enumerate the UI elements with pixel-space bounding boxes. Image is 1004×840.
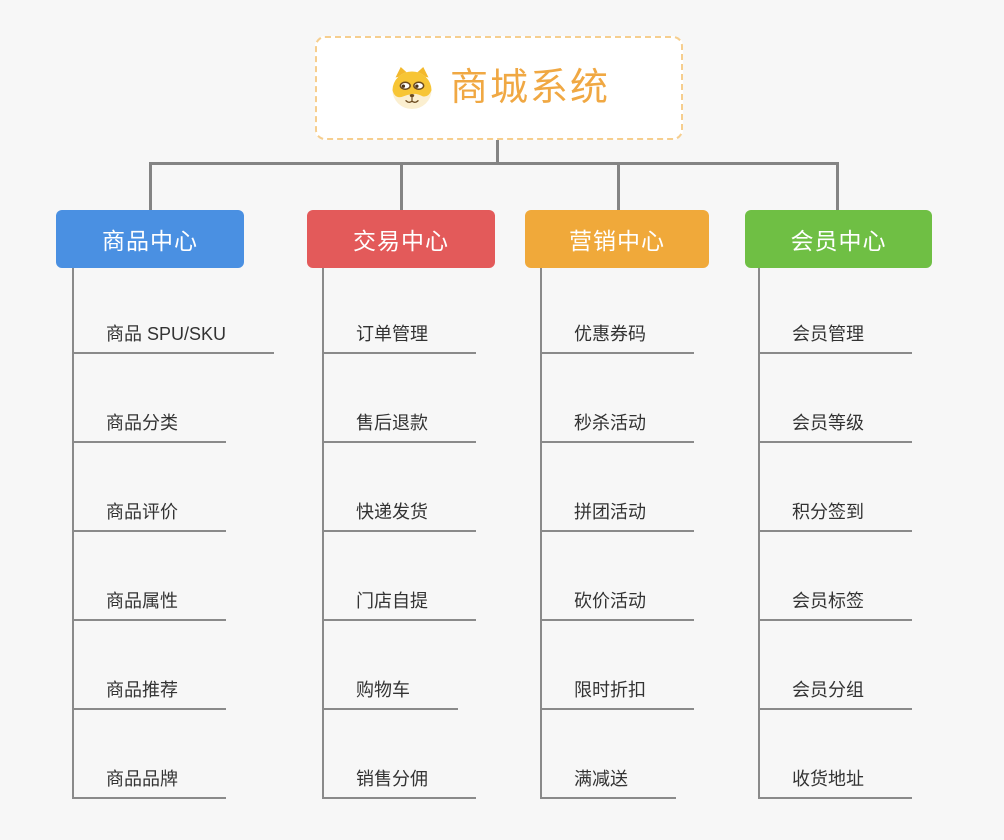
mindmap-item[interactable]: 订单管理 bbox=[324, 268, 476, 354]
item-label: 砍价活动 bbox=[542, 591, 694, 621]
item-label: 商品分类 bbox=[74, 413, 226, 443]
branch-items-member: 会员管理 会员等级 积分签到 会员标签 会员分组 收货地址 bbox=[758, 268, 912, 799]
branch-node-marketing-center[interactable]: 营销中心 bbox=[525, 210, 709, 268]
connector-horizontal-line bbox=[149, 162, 839, 165]
mindmap-item[interactable]: 快递发货 bbox=[324, 443, 476, 532]
branch-items-product: 商品 SPU/SKU 商品分类 商品评价 商品属性 商品推荐 商品品牌 bbox=[72, 268, 275, 799]
mindmap-item[interactable]: 会员管理 bbox=[760, 268, 912, 354]
mindmap-item[interactable]: 商品属性 bbox=[74, 532, 274, 621]
branch-items-trade: 订单管理 售后退款 快递发货 门店自提 购物车 销售分佣 bbox=[322, 268, 476, 799]
mindmap-item[interactable]: 积分签到 bbox=[760, 443, 912, 532]
mindmap-item[interactable]: 售后退款 bbox=[324, 354, 476, 443]
connector-drop-trade bbox=[400, 164, 403, 210]
mindmap-item[interactable]: 销售分佣 bbox=[324, 710, 476, 799]
item-label: 购物车 bbox=[324, 680, 458, 710]
mindmap-item[interactable]: 商品 SPU/SKU bbox=[74, 268, 275, 354]
branch-node-product-center[interactable]: 商品中心 bbox=[56, 210, 244, 268]
mindmap-item[interactable]: 限时折扣 bbox=[542, 621, 694, 710]
connector-drop-marketing bbox=[617, 164, 620, 210]
connector-root-stub bbox=[496, 140, 499, 164]
mindmap-item[interactable]: 拼团活动 bbox=[542, 443, 694, 532]
item-label: 销售分佣 bbox=[324, 769, 476, 799]
item-label: 会员管理 bbox=[760, 324, 912, 354]
branch-node-trade-center[interactable]: 交易中心 bbox=[307, 210, 495, 268]
item-label: 会员等级 bbox=[760, 413, 912, 443]
mindmap-item[interactable]: 会员等级 bbox=[760, 354, 912, 443]
item-label: 会员分组 bbox=[760, 680, 912, 710]
mindmap-item[interactable]: 会员分组 bbox=[760, 621, 912, 710]
item-label: 订单管理 bbox=[324, 324, 476, 354]
item-label: 优惠券码 bbox=[542, 324, 694, 354]
mindmap-item[interactable]: 商品分类 bbox=[74, 354, 274, 443]
item-label: 商品 SPU/SKU bbox=[74, 324, 275, 354]
item-label: 门店自提 bbox=[324, 591, 476, 621]
item-label: 拼团活动 bbox=[542, 502, 694, 532]
mindmap-item[interactable]: 商品品牌 bbox=[74, 710, 274, 799]
mindmap-item[interactable]: 会员标签 bbox=[760, 532, 912, 621]
item-label: 限时折扣 bbox=[542, 680, 694, 710]
mindmap-item[interactable]: 满减送 bbox=[542, 710, 694, 799]
item-label: 快递发货 bbox=[324, 502, 476, 532]
item-label: 收货地址 bbox=[760, 769, 912, 799]
connector-drop-product bbox=[149, 164, 152, 210]
mindmap-item[interactable]: 收货地址 bbox=[760, 710, 912, 799]
dog-face-icon bbox=[388, 65, 436, 111]
item-label: 商品推荐 bbox=[74, 680, 226, 710]
mindmap-item[interactable]: 秒杀活动 bbox=[542, 354, 694, 443]
item-label: 售后退款 bbox=[324, 413, 476, 443]
root-title: 商城系统 bbox=[449, 67, 610, 109]
branch-node-member-center[interactable]: 会员中心 bbox=[745, 210, 932, 268]
item-label: 商品评价 bbox=[74, 502, 226, 532]
mindmap-item[interactable]: 砍价活动 bbox=[542, 532, 694, 621]
item-label: 秒杀活动 bbox=[542, 413, 694, 443]
branch-items-marketing: 优惠券码 秒杀活动 拼团活动 砍价活动 限时折扣 满减送 bbox=[540, 268, 694, 799]
mindmap-item[interactable]: 商品推荐 bbox=[74, 621, 274, 710]
item-label: 满减送 bbox=[542, 769, 676, 799]
item-label: 商品品牌 bbox=[74, 769, 226, 799]
mindmap-item[interactable]: 优惠券码 bbox=[542, 268, 694, 354]
item-label: 积分签到 bbox=[760, 502, 912, 532]
item-label: 会员标签 bbox=[760, 591, 912, 621]
mindmap-item[interactable]: 商品评价 bbox=[74, 443, 274, 532]
item-label: 商品属性 bbox=[74, 591, 226, 621]
root-node[interactable]: 商城系统 bbox=[315, 36, 683, 140]
mindmap-item[interactable]: 购物车 bbox=[324, 621, 476, 710]
connector-drop-member bbox=[836, 164, 839, 210]
mindmap-item[interactable]: 门店自提 bbox=[324, 532, 476, 621]
